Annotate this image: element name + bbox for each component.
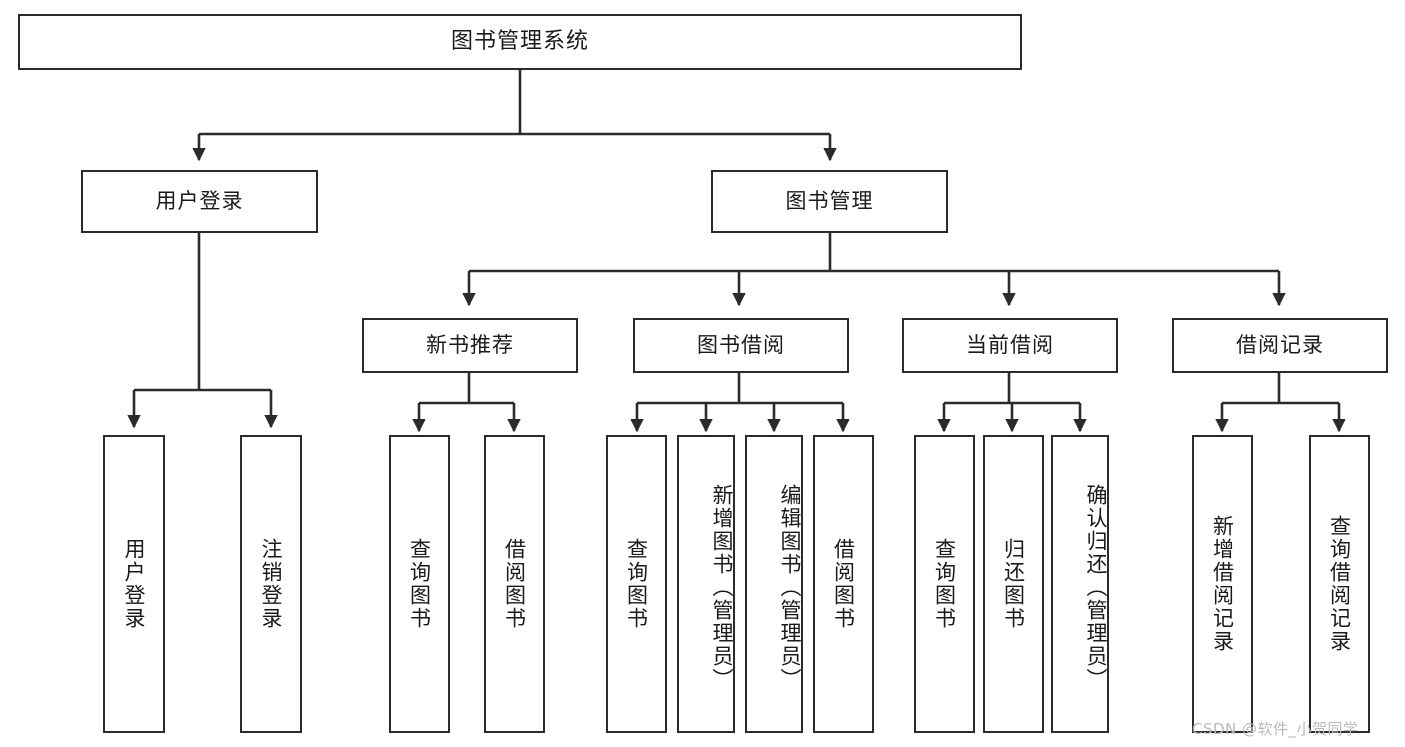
node-book-management[interactable]: 图书管理: [711, 170, 948, 233]
node-borrow-record[interactable]: 借阅记录: [1172, 318, 1388, 373]
leaf-query-book-borrow[interactable]: 查询图书: [606, 435, 667, 733]
leaf-add-borrow-record[interactable]: 新增借阅记录: [1192, 435, 1253, 733]
node-label: 图书借阅: [697, 332, 785, 357]
node-label: 查询图书: [932, 538, 957, 630]
leaf-query-book-recommend[interactable]: 查询图书: [389, 435, 450, 733]
node-label: 新增图书（管理员）: [710, 483, 734, 691]
node-label: 新书推荐: [426, 332, 514, 357]
leaf-query-book-current[interactable]: 查询图书: [914, 435, 975, 733]
node-label: 用户登录: [122, 538, 147, 630]
node-label: 借阅图书: [831, 538, 856, 630]
node-label: 查询图书: [624, 538, 649, 630]
node-root-book-management-system[interactable]: 图书管理系统: [18, 14, 1022, 70]
leaf-return-book[interactable]: 归还图书: [983, 435, 1044, 733]
node-label: 借阅记录: [1236, 332, 1324, 357]
node-label: 归还图书: [1001, 538, 1026, 630]
node-label: 查询图书: [407, 538, 432, 630]
leaf-query-borrow-record[interactable]: 查询借阅记录: [1309, 435, 1370, 733]
node-label: 借阅图书: [502, 538, 527, 630]
leaf-edit-book-admin[interactable]: 编辑图书（管理员）: [745, 435, 803, 733]
node-label: 新增借阅记录: [1210, 515, 1235, 653]
node-user-login[interactable]: 用户登录: [81, 170, 318, 233]
node-label: 图书管理系统: [450, 28, 589, 54]
node-label: 确认归还（管理员）: [1084, 483, 1108, 691]
node-label: 查询借阅记录: [1327, 515, 1352, 653]
node-current-borrow[interactable]: 当前借阅: [902, 318, 1118, 373]
leaf-confirm-return-admin[interactable]: 确认归还（管理员）: [1051, 435, 1109, 733]
leaf-user-login[interactable]: 用户登录: [103, 435, 165, 733]
leaf-add-book-admin[interactable]: 新增图书（管理员）: [677, 435, 735, 733]
node-label: 用户登录: [155, 188, 244, 213]
node-label: 注销登录: [259, 538, 284, 630]
leaf-borrow-book[interactable]: 借阅图书: [813, 435, 874, 733]
node-label: 图书管理: [785, 188, 874, 213]
leaf-logout-login[interactable]: 注销登录: [240, 435, 302, 733]
node-book-borrow[interactable]: 图书借阅: [633, 318, 849, 373]
csdn-watermark: CSDN @软件_小贺同学: [1192, 720, 1359, 738]
node-label: 当前借阅: [966, 332, 1054, 357]
node-new-book-recommend[interactable]: 新书推荐: [362, 318, 578, 373]
node-label: 编辑图书（管理员）: [778, 483, 802, 691]
leaf-borrow-book-recommend[interactable]: 借阅图书: [484, 435, 545, 733]
